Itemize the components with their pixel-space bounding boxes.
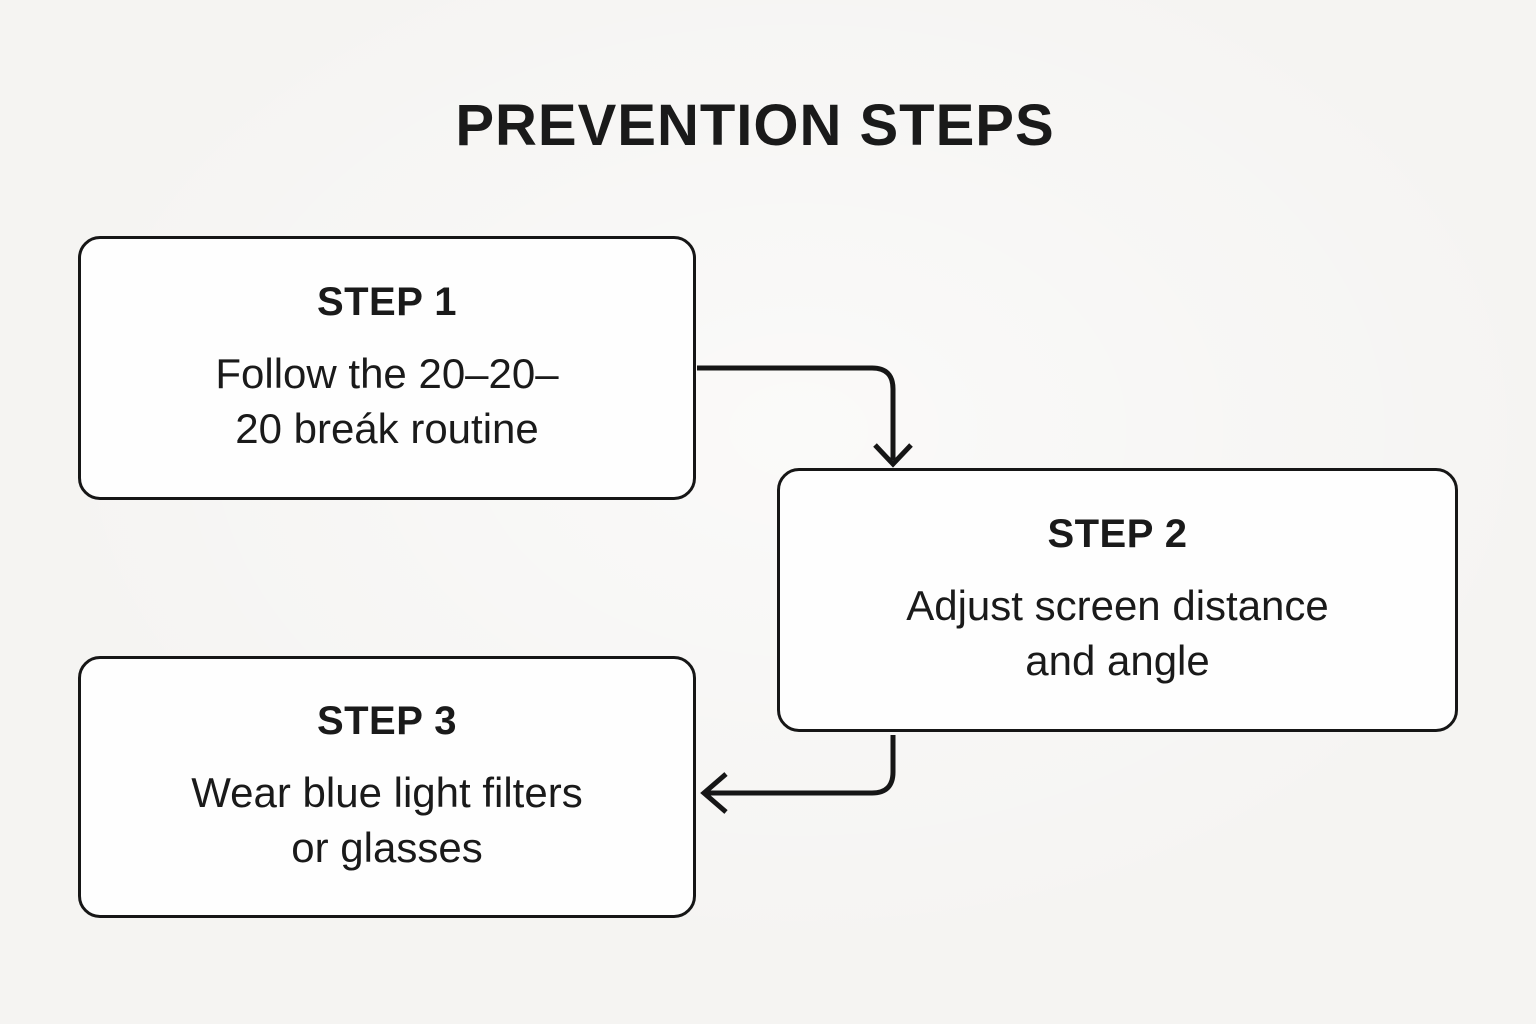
arrow-left-icon <box>700 772 728 814</box>
step-3-box: STEP 3 Wear blue light filters or glasse… <box>78 656 696 918</box>
step-3-description: Wear blue light filters or glasses <box>191 768 583 871</box>
step-2-box: STEP 2 Adjust screen distance and angle <box>777 468 1458 732</box>
step-1-description: Follow the 20–20–20 breák routine <box>215 349 559 452</box>
connector-step2-step3 <box>707 735 896 796</box>
step-3-label: STEP 3 <box>316 698 458 743</box>
step-2-description: Adjust screen distance and angle <box>906 581 1329 684</box>
step-1-box: STEP 1 Follow the 20–20–20 breák routine <box>78 236 696 500</box>
arrow-down-icon <box>873 443 913 468</box>
page-title: PREVENTION STEPS <box>455 93 1055 158</box>
step-1-label: STEP 1 <box>316 279 458 324</box>
connector-step1-step2 <box>697 365 896 460</box>
step-2-label: STEP 2 <box>1047 511 1188 556</box>
